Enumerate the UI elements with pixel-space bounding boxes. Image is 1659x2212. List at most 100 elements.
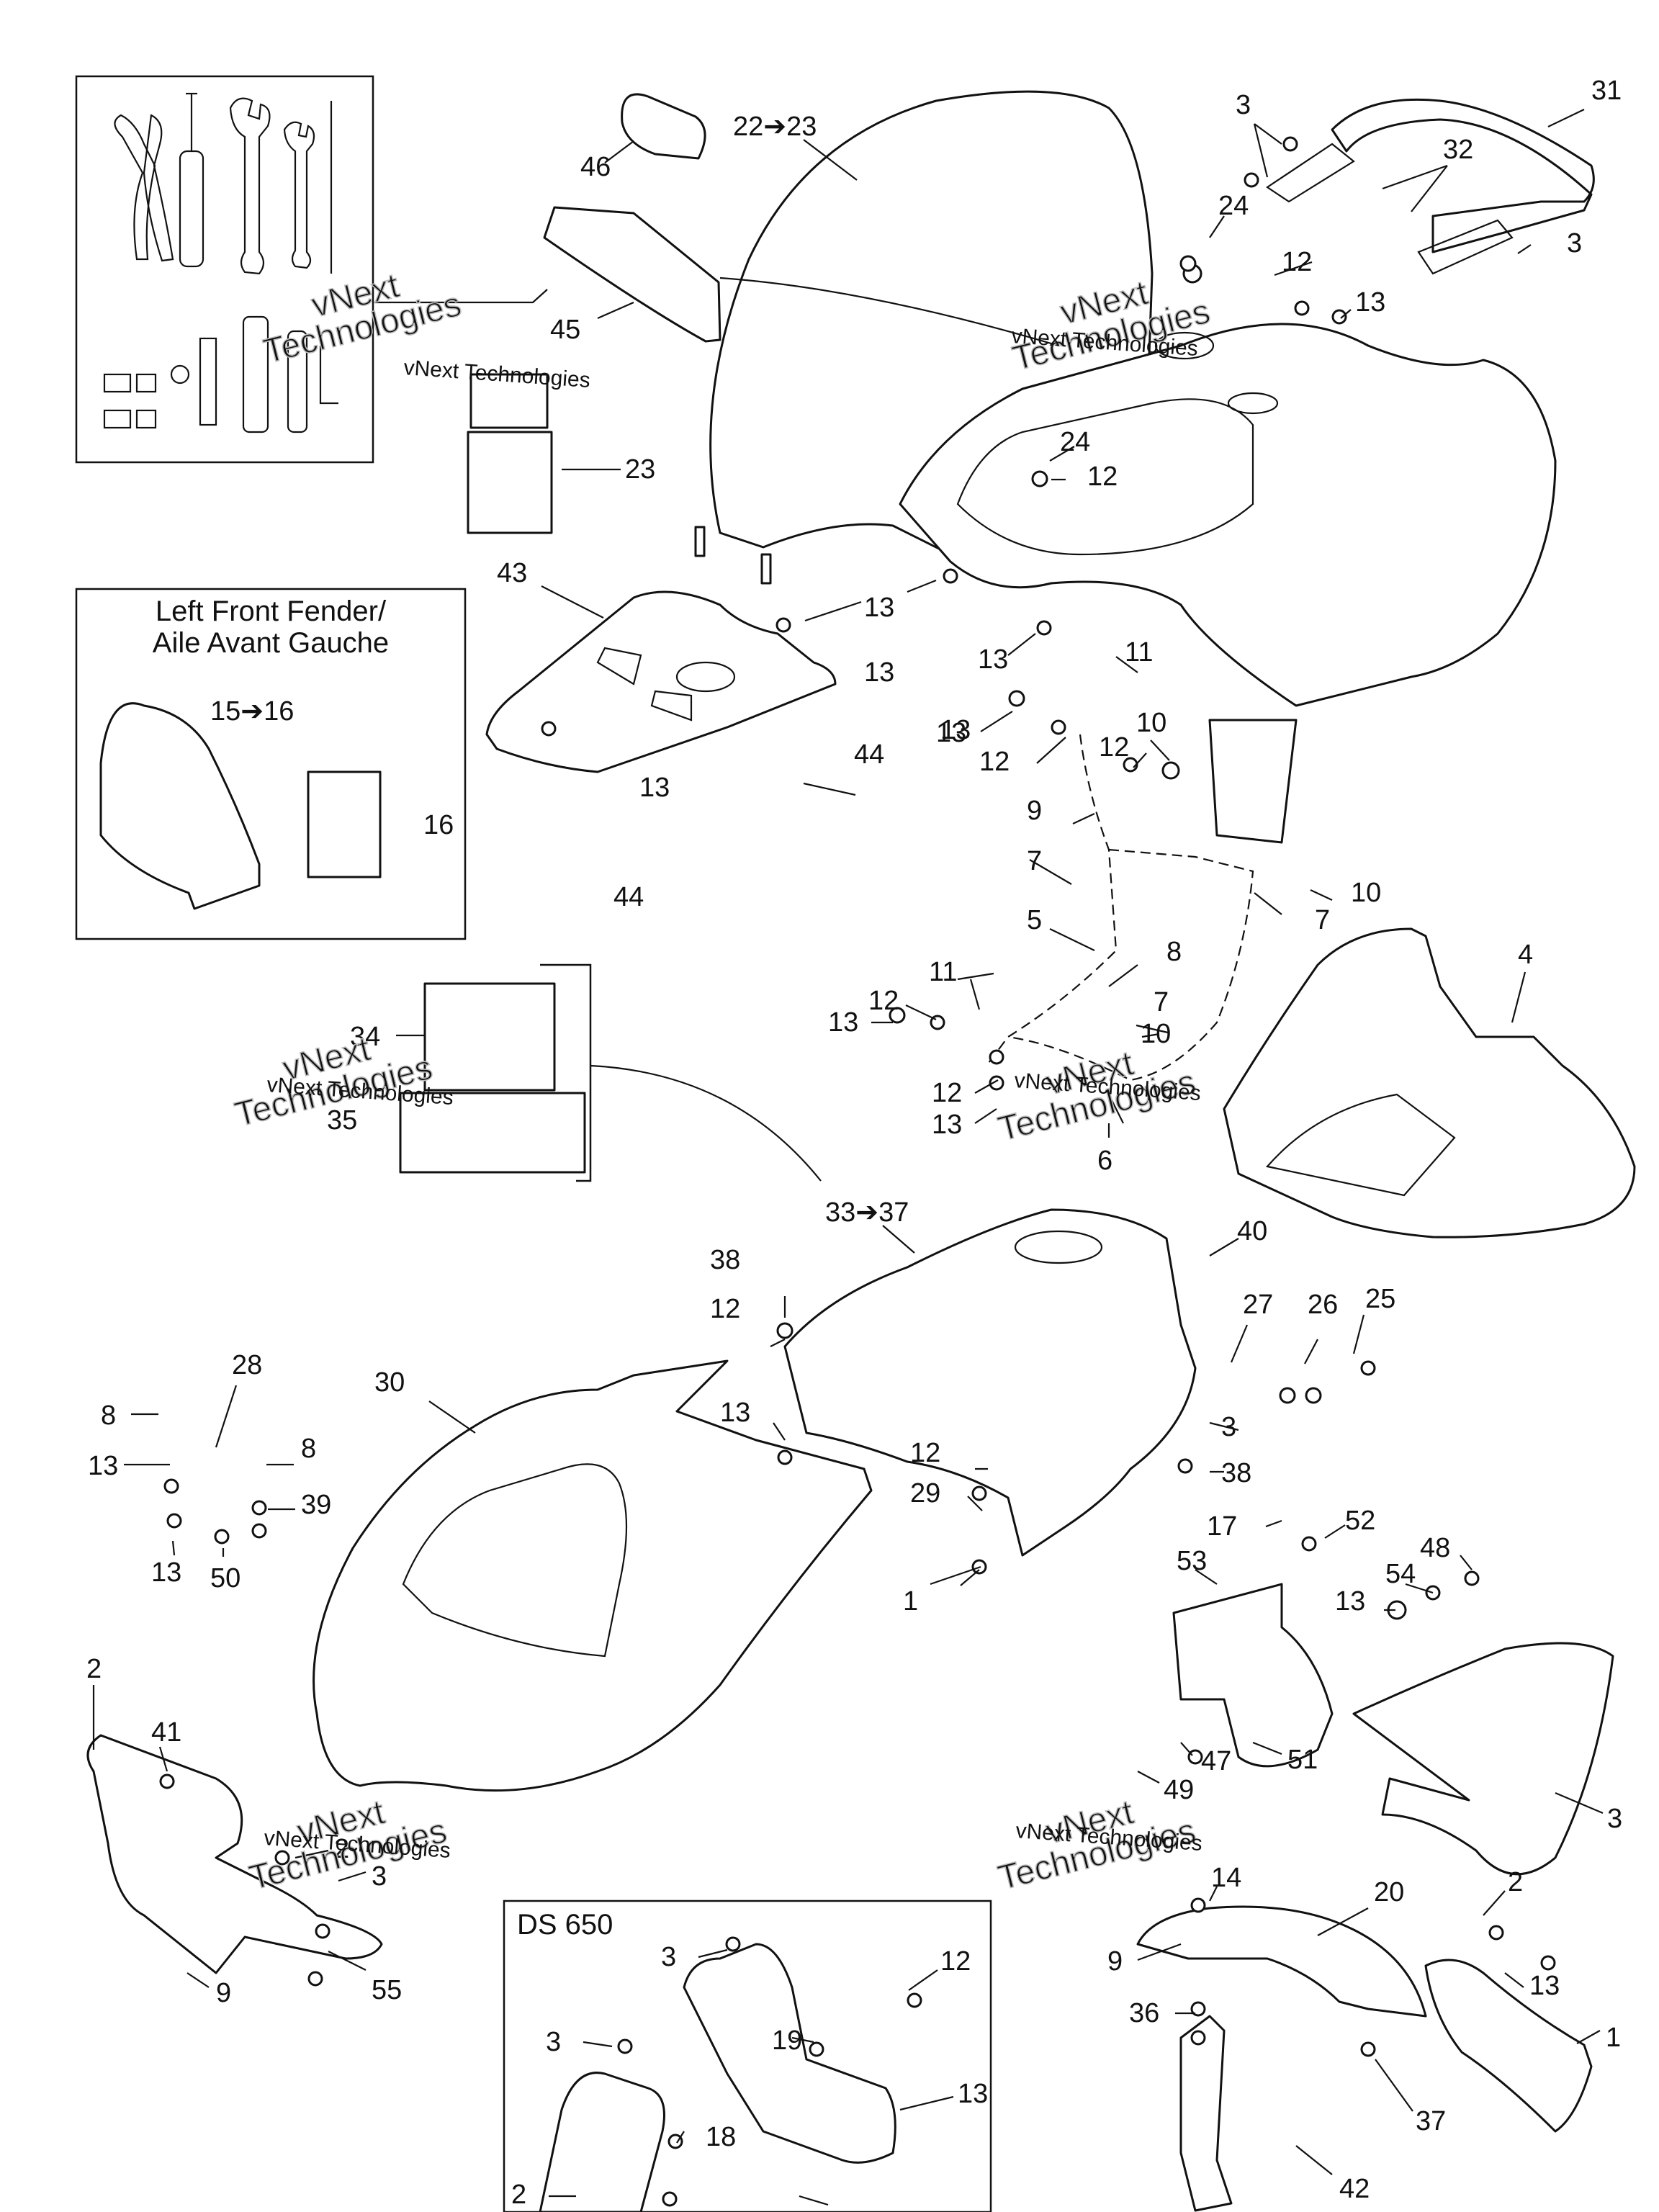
- callout: 29: [910, 1478, 940, 1509]
- callout: 13: [864, 593, 894, 623]
- warning-label-35: [399, 1092, 586, 1174]
- callout: 33➔37: [825, 1197, 909, 1228]
- callout: 12: [1099, 732, 1129, 763]
- callout: 48: [1420, 1533, 1450, 1563]
- callout: 32: [1443, 135, 1473, 165]
- ds650-title: DS 650: [517, 1909, 613, 1941]
- hardware-fasteners: [159, 136, 1556, 2207]
- callout: 2: [1508, 1867, 1523, 1897]
- callout: 9: [216, 1978, 231, 2008]
- callout: 44: [613, 882, 644, 912]
- rear-fender-part: [694, 90, 1557, 844]
- callout: 24: [1060, 427, 1090, 457]
- callout: 12: [932, 1078, 962, 1108]
- callout: 30: [374, 1367, 405, 1398]
- callout: 3: [372, 1861, 387, 1892]
- callout: 13: [1529, 1971, 1560, 2001]
- callouts: 46 22➔23 3 31 32 24 12 3 13 45 23 12 24 …: [86, 76, 1622, 2210]
- ds650-box: DS 650: [503, 1899, 992, 2212]
- strap-part: [621, 93, 706, 160]
- callout: 13: [151, 1557, 181, 1588]
- callout: 14: [1211, 1863, 1241, 1893]
- callout: 41: [151, 1717, 181, 1748]
- callout: 3: [1567, 228, 1582, 258]
- callout: 3: [546, 2027, 561, 2057]
- callout: 16: [423, 810, 454, 840]
- callout: 13: [639, 773, 670, 803]
- callout: 12: [710, 1294, 740, 1324]
- left-front-fender-title-2: Aile Avant Gauche: [153, 627, 389, 659]
- callout: 55: [372, 1975, 402, 2005]
- callout: 35: [327, 1105, 357, 1136]
- callout: 27: [1243, 1290, 1273, 1320]
- screwdriver-icon: [179, 92, 204, 268]
- callout: 13: [936, 718, 966, 748]
- callout: 13: [940, 715, 971, 745]
- callout: 12: [979, 747, 1010, 777]
- callout: 1: [903, 1586, 918, 1617]
- fuses-icon: [103, 373, 157, 429]
- skid-plate-part: [1352, 1642, 1614, 1876]
- warning-label-34: [423, 982, 556, 1092]
- callout-leaders: [92, 109, 1604, 2206]
- callout: 45: [550, 315, 580, 345]
- callout: 37: [1416, 2106, 1446, 2136]
- callout: 28: [232, 1350, 262, 1380]
- callout: 17: [1207, 1511, 1237, 1542]
- wrench-icon: [229, 97, 315, 275]
- callout: 6: [1097, 1146, 1112, 1176]
- leader-label-to-tank: [590, 1064, 822, 1182]
- callout: 47: [1201, 1746, 1231, 1776]
- socket-tools-icon: [170, 315, 338, 433]
- ds650-bumper-part: [683, 1943, 896, 2164]
- warning-label-bottom: [467, 431, 553, 534]
- callout: 7: [1154, 987, 1169, 1017]
- callout: 9: [1027, 796, 1042, 826]
- callout: 50: [210, 1563, 240, 1593]
- callout: 10: [1141, 1019, 1171, 1049]
- callout: 3: [661, 1942, 676, 1972]
- leader-toolkit-to-bag: [374, 289, 548, 304]
- callout: 46: [580, 152, 611, 182]
- callout: 2: [511, 2180, 526, 2210]
- callout: 23: [625, 454, 655, 485]
- callout: 52: [1345, 1506, 1375, 1536]
- left-front-fender-part: [99, 702, 261, 910]
- callout: 4: [1518, 940, 1533, 970]
- left-front-fender-box: Left Front Fender/ Aile Avant Gauche: [75, 588, 467, 940]
- fender-warning-label: [307, 770, 382, 878]
- callout: 10: [1136, 708, 1166, 738]
- callout: 42: [1339, 2174, 1370, 2204]
- front-fender-part: [1223, 927, 1636, 1238]
- callout: 13: [1355, 287, 1385, 318]
- callout: 3: [1236, 90, 1251, 120]
- callout: 13: [932, 1110, 962, 1140]
- warning-label-top: [469, 373, 549, 429]
- frame-tube-part: [986, 734, 1254, 1082]
- callout: 3: [1607, 1804, 1622, 1834]
- callout: 2: [334, 1834, 349, 1864]
- callout: 18: [706, 2122, 736, 2152]
- label-bracket: [540, 963, 592, 1182]
- callout: 13: [1335, 1586, 1365, 1617]
- callout: 22➔23: [733, 112, 817, 142]
- callout: 13: [828, 1007, 858, 1038]
- callout: 15➔16: [210, 696, 294, 727]
- callout: 38: [710, 1245, 740, 1275]
- left-front-fender-title-1: Left Front Fender/: [156, 595, 387, 627]
- fuel-tank-part: [783, 1208, 1197, 1557]
- callout: 2: [86, 1654, 102, 1684]
- callout: 13: [720, 1398, 750, 1428]
- seat-part: [313, 1359, 873, 1792]
- callout: 49: [1164, 1775, 1194, 1805]
- mud-flap-part: [1424, 1959, 1593, 2133]
- callout: 54: [1385, 1559, 1416, 1589]
- callout: 34: [350, 1022, 380, 1052]
- callout: 8: [1166, 937, 1182, 967]
- tool-bag-part: [543, 206, 721, 343]
- callout: 7: [1027, 846, 1042, 876]
- callout: 19: [772, 2026, 802, 2056]
- callout: 7: [1315, 905, 1330, 935]
- callout: 31: [1591, 76, 1622, 106]
